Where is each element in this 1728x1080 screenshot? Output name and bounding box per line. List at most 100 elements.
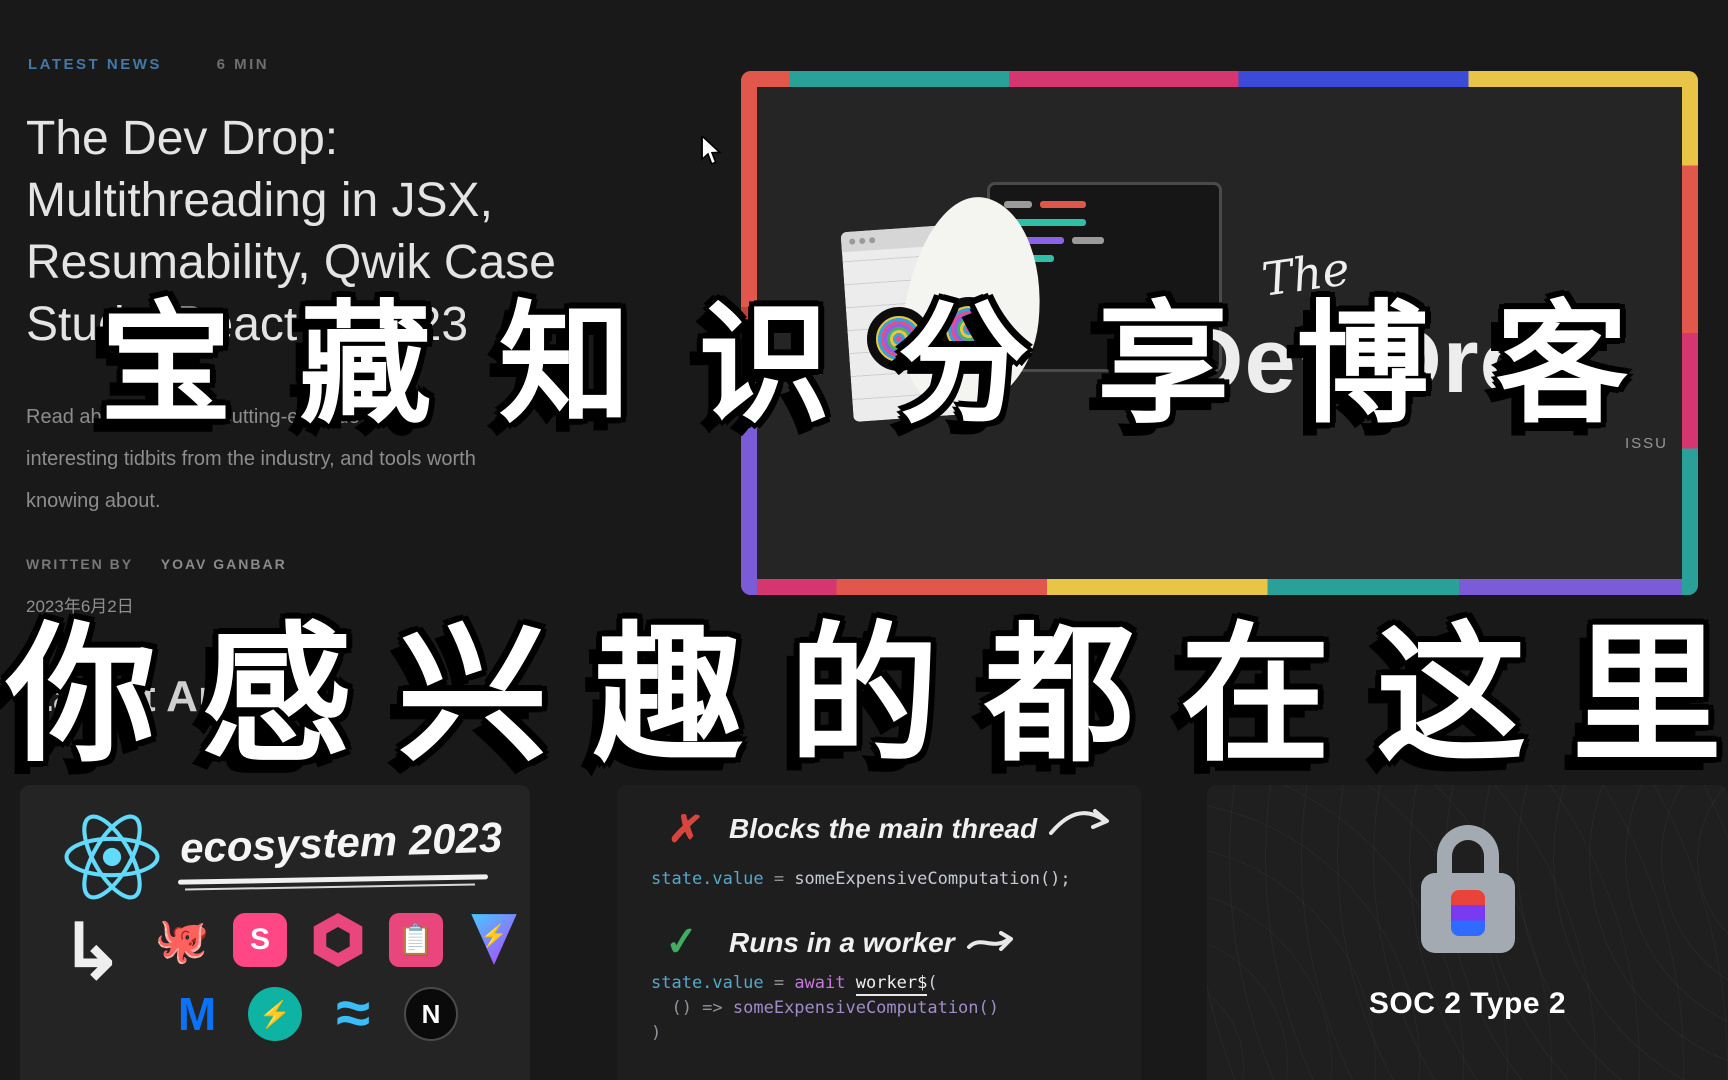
overlay-char: 的 [788,609,939,783]
hero-border-right [1682,71,1698,595]
mouse-cursor-icon [700,134,726,171]
ecosystem-icon-row-1: 🐙 S 📋 ⚡ [155,913,521,967]
dev-drop-artwork [840,182,1267,512]
overlay-char: 享 [1097,288,1230,442]
code-bar [1040,201,1086,208]
glasses-lens [937,297,1001,361]
octopus-icon: 🐙 [154,916,210,965]
latest-articles-heading: Latest Articles [26,672,328,721]
overlay-char: 宝 [100,288,232,442]
overlay-char: 在 [1180,609,1331,783]
code-token: someExpensiveComputation(); [794,869,1071,889]
article-title-line: Study, React in 2023 [26,298,469,351]
article-title-line: The Dev Drop: [26,112,339,165]
overlay-char: 识 [698,288,831,442]
article-title-line: Resumability, Qwik Case [26,236,556,289]
code-line: ) [651,1021,999,1046]
browser-dot [849,238,856,245]
overlay-caption-line1: 宝 藏 知 识 分 享 博 客 [100,296,1628,435]
overlay-char: 你 [6,609,157,783]
hexagon-hole [326,927,350,953]
article-excerpt: Read about the latest cutting-edge devel… [26,396,666,522]
vite-icon: ⚡ [467,913,521,967]
lightning-circle-icon: ⚡ [248,987,302,1041]
code-token: state.value [651,869,764,889]
article-title[interactable]: The Dev Drop: Multithreading in JSX, Res… [26,108,706,356]
code-token: await [794,973,856,993]
x-mark-icon: ✗ [666,805,706,855]
article-title-line: Multithreading in JSX, [26,174,493,227]
issue-label: ISSU [1624,435,1668,452]
soc2-label: SOC 2 Type 2 [1368,987,1567,1020]
hero-border-bottom [741,579,1698,595]
nextjs-icon: N [404,987,458,1041]
hero-border-top [741,71,1698,87]
vite-bolt-icon: ⚡ [480,923,508,948]
lock-stack: SOC 2 Type 2 [1207,825,1728,1021]
overlay-char: 博 [1296,288,1429,442]
builder-io-logo [1450,890,1485,936]
glasses-bridge [927,325,945,334]
hero-brand-dev-drop: Dev Drop [1177,310,1594,412]
overlay-caption-line2: 你 感 兴 趣 的 都 在 这 里 [6,609,1722,783]
excerpt-line: Read about the latest cutting-edge devel… [26,406,426,428]
overlay-char: 感 [201,609,352,783]
check-mark-icon: ✓ [663,918,701,966]
overlay-char: 都 [984,609,1135,783]
worker-code-block: state.value = await worker$( () => someE… [651,971,999,1046]
lock-shackle-icon [1436,825,1499,879]
code-token: ( [927,973,938,993]
ecosystem-article-card[interactable]: ecosystem 2023 ↳ 🐙 S 📋 ⚡ M ⚡ ≈ N [20,785,530,1080]
excerpt-line: interesting tidbits from the industry, a… [26,448,476,470]
overlay-char: 知 [498,288,631,442]
browser-dot [868,237,876,244]
soc2-article-card[interactable]: SOC 2 Type 2 [1207,785,1728,1080]
code-bar [1072,237,1104,244]
hero-border-left [741,71,757,595]
tailwind-icon: ≈ [335,979,371,1048]
article-meta-row: LATEST NEWS 6 MIN [28,56,269,73]
squiggle-arrow-icon [1047,803,1113,848]
overlay-char: 客 [1495,288,1628,442]
publish-date: 2023年6月2日 [26,597,134,616]
byline: WRITTEN BY YOAV GANBAR [26,556,287,572]
overlay-char: 趣 [593,609,744,783]
lock-body-icon [1420,873,1515,953]
code-token: ) [651,1023,662,1043]
browser-dot [859,237,866,245]
code-bar [1004,219,1086,226]
read-time-label: 6 MIN [216,56,270,73]
glasses-lens [867,307,931,371]
overlay-char: 兴 [397,609,548,783]
author-name: YOAV GANBAR [160,556,287,572]
runs-in-worker-label: Runs in a worker [729,927,955,958]
curved-arrow-icon: ↳ [60,910,124,995]
rainbow-glasses-icon [867,297,1017,377]
mui-icon: M [177,988,217,1040]
code-token: state.value [651,973,764,993]
code-line: state.value = await worker$( [651,971,999,996]
code-token: = [763,869,795,889]
clipboard-icon: 📋 [389,913,443,967]
overlay-char: 里 [1571,609,1722,783]
code-token: someExpensiveComputation() [732,998,999,1018]
hero-card-inner: The Dev Drop ISSU [757,87,1682,579]
hero-article-card[interactable]: The Dev Drop ISSU [741,71,1698,595]
code-token: = [763,973,795,993]
latest-news-label: LATEST NEWS [28,56,162,73]
written-by-label: WRITTEN BY [26,556,133,572]
excerpt-line: knowing about. [26,490,161,512]
blocks-main-thread-label: Blocks the main thread [729,813,1038,844]
overlay-char: 藏 [299,288,432,442]
overlay-char: 分 [897,288,1030,442]
ecosystem-title: ecosystem 2023 [179,813,503,872]
squiggle-arrow-icon [965,925,1021,964]
ecosystem-underline [185,883,475,891]
worker-code-article-card[interactable]: ✗ Blocks the main thread state.value = s… [617,785,1141,1080]
hexagon-icon [313,913,363,967]
code-bar [1004,201,1032,208]
react-logo-icon [62,807,162,912]
storybook-icon: S [233,913,287,967]
code-bar [1004,237,1064,244]
